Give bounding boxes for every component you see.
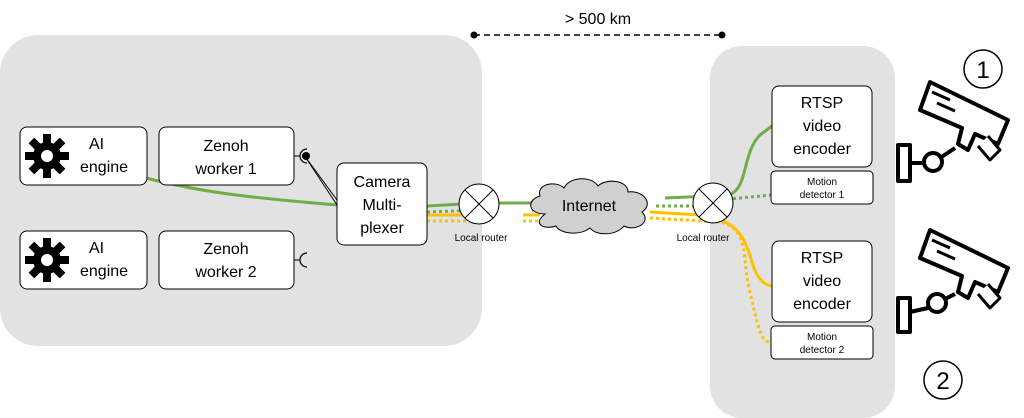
camera-multiplexer: Camera Multi- plexer [336,162,428,246]
ai-engine-1-line2: engine [80,159,128,176]
gear-icon [25,134,69,178]
zenoh-worker-1: Zenoh worker 1 [158,126,295,186]
ai-engine-2-line1: AI [89,240,104,257]
multiplexer-line2: Multi- [362,197,401,214]
motion-detector-2-line1: Motion [807,332,837,343]
encoder-1-line3: encoder [793,141,851,158]
distance-label: > 500 km [565,11,631,28]
svg-text:1: 1 [976,57,989,84]
zenoh-worker-2: Zenoh worker 2 [158,230,295,290]
camera-number-2: 2 [923,360,963,400]
motion-detector-2-line2: detector 2 [800,345,845,356]
ai-engine-1-line1: AI [89,136,104,153]
gear-icon [25,238,69,282]
motion-detector-1-line2: detector 1 [800,190,845,201]
encoder-1-line1: RTSP [801,95,843,112]
right-router-label: Local router [677,233,730,244]
zenoh-worker-1-line2: worker 1 [194,161,256,178]
multiplexer-line3: plexer [360,220,404,237]
security-camera-icon [896,80,1010,183]
encoder-2-line3: encoder [793,296,851,313]
rtsp-encoder-1: RTSP video encoder [771,85,873,168]
zenoh-worker-2-line1: Zenoh [203,241,248,258]
left-local-router: Local router [455,183,508,244]
distance-indicator: > 500 km [470,11,726,39]
left-router-label: Local router [455,233,508,244]
internet-label: Internet [562,198,617,215]
ai-engine-2: AI engine [19,230,148,290]
ai-engine-1: AI engine [19,126,148,186]
svg-text:2: 2 [936,368,949,395]
internet-cloud-icon: Internet [530,178,648,235]
encoder-2-line2: video [803,273,841,290]
socket-connected-icon [294,148,310,164]
ai-engine-2-line2: engine [80,263,128,280]
right-local-router: Local router [677,182,734,244]
multiplexer-line1: Camera [354,174,411,191]
motion-detector-2: Motion detector 2 [770,325,874,360]
rtsp-encoder-2: RTSP video encoder [771,240,873,323]
camera-number-1: 1 [963,49,1003,89]
motion-detector-1: Motion detector 1 [770,170,874,205]
zenoh-worker-1-line1: Zenoh [203,138,248,155]
security-camera-icon [896,228,1010,334]
motion-detector-1-line1: Motion [807,177,837,188]
encoder-1-line2: video [803,118,841,135]
zenoh-worker-2-line2: worker 2 [194,264,256,281]
socket-open-icon [294,252,308,268]
encoder-2-line1: RTSP [801,250,843,267]
